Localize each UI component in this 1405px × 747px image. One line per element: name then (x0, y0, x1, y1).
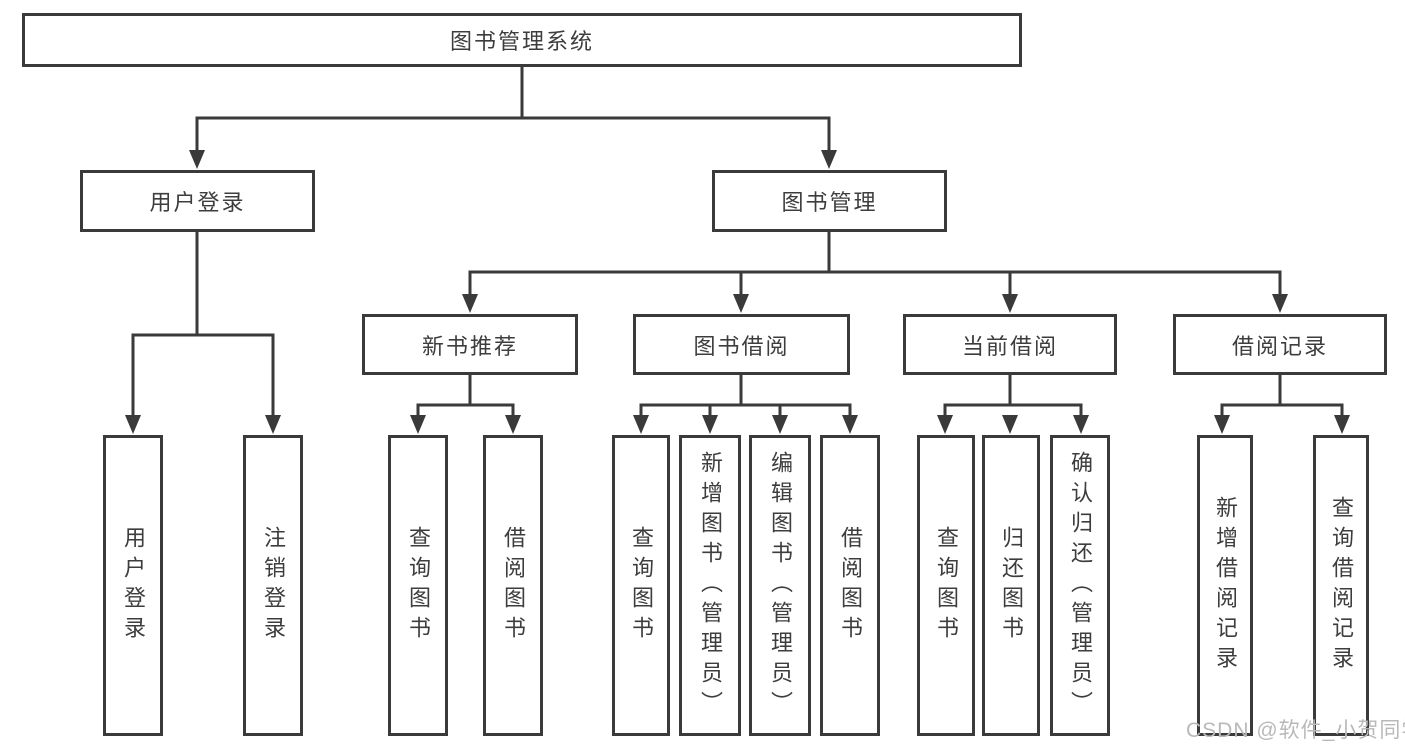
node-borrow-records-label: 借阅记录 (1231, 333, 1328, 359)
leaf-query-books-3: 查询图书 (917, 435, 975, 736)
node-book-borrow: 图书借阅 (633, 314, 850, 375)
leaf-edit-books-admin: 编辑图书（管理员） (749, 435, 811, 736)
node-book-management: 图书管理 (712, 170, 947, 232)
node-root-label: 图书管理系统 (449, 29, 594, 54)
node-user-login-label: 用户登录 (149, 190, 246, 215)
leaf-add-borrow-record: 新增借阅记录 (1197, 435, 1253, 736)
leaf-confirm-return-admin-label: 确认归还（管理员） (1068, 450, 1093, 721)
node-new-book-recommend: 新书推荐 (362, 314, 578, 375)
leaf-add-borrow-record-label: 新增借阅记录 (1213, 495, 1238, 676)
leaf-query-books-2: 查询图书 (612, 435, 670, 736)
leaf-borrow-books-2: 借阅图书 (820, 435, 880, 736)
leaf-query-borrow-record: 查询借阅记录 (1313, 435, 1369, 736)
leaf-user-login-label: 用户登录 (121, 525, 146, 646)
node-current-borrow: 当前借阅 (903, 314, 1117, 375)
node-user-login: 用户登录 (80, 170, 315, 232)
leaf-borrow-books-2-label: 借阅图书 (838, 525, 863, 646)
leaf-edit-books-admin-label: 编辑图书（管理员） (768, 450, 793, 721)
leaf-return-books-label: 归还图书 (999, 525, 1024, 646)
leaf-logout: 注销登录 (243, 435, 303, 736)
leaf-add-books-admin-label: 新增图书（管理员） (698, 450, 723, 721)
node-book-management-label: 图书管理 (781, 190, 878, 215)
leaf-user-login: 用户登录 (103, 435, 163, 736)
leaf-query-books-2-label: 查询图书 (629, 525, 654, 646)
node-root: 图书管理系统 (22, 13, 1022, 67)
leaf-logout-label: 注销登录 (261, 525, 286, 646)
leaf-query-books-1-label: 查询图书 (406, 525, 431, 646)
leaf-confirm-return-admin: 确认归还（管理员） (1050, 435, 1110, 736)
node-new-book-recommend-label: 新书推荐 (421, 333, 518, 359)
leaf-add-books-admin: 新增图书（管理员） (679, 435, 741, 736)
node-book-borrow-label: 图书借阅 (693, 333, 790, 359)
leaf-query-books-1: 查询图书 (388, 435, 448, 736)
leaf-borrow-books-1-label: 借阅图书 (501, 525, 526, 646)
csdn-watermark: CSDN @软件_小贺同学 (1186, 719, 1405, 742)
node-borrow-records: 借阅记录 (1173, 314, 1387, 375)
node-current-borrow-label: 当前借阅 (961, 333, 1058, 359)
leaf-query-books-3-label: 查询图书 (934, 525, 959, 646)
leaf-query-borrow-record-label: 查询借阅记录 (1329, 495, 1354, 676)
leaf-return-books: 归还图书 (982, 435, 1040, 736)
leaf-borrow-books-1: 借阅图书 (483, 435, 543, 736)
